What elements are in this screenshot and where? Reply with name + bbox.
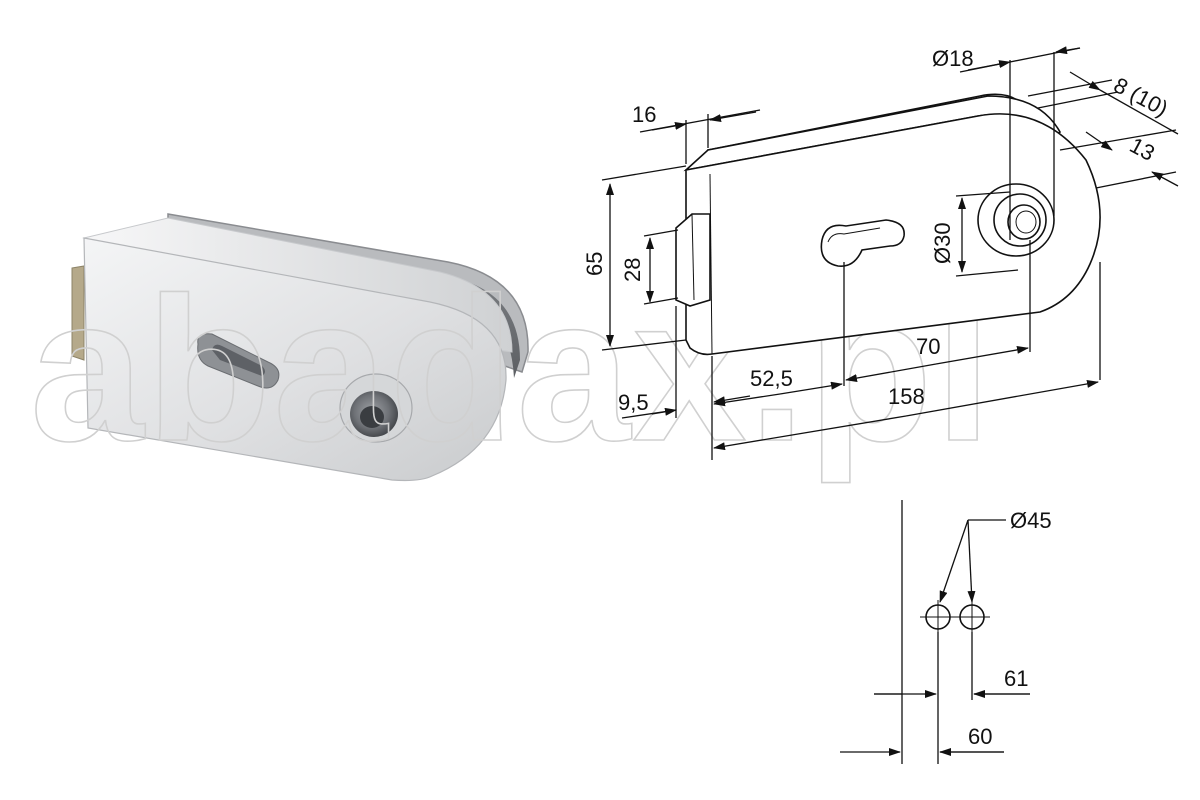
dim-65-label: 65 [582,252,607,276]
hole-dist-61-label: 61 [1004,666,1028,691]
render-left-side [71,265,85,361]
dim-9-5-label: 9,5 [618,390,649,415]
drawing-cylinder-inner [1007,204,1041,240]
dim-158-label: 158 [888,384,925,409]
render-keyhole-inner [212,344,265,376]
drawing-keyhole [820,219,905,267]
dim-70-label: 70 [916,334,940,359]
hole-diagram [840,500,1030,764]
dim-thickness-label: 8 (10) [1110,72,1172,121]
dim-52-5-label: 52,5 [750,366,793,391]
render-cylinder-hole [360,406,384,428]
product-render [71,213,529,482]
dim-16-label: 16 [632,102,656,127]
dim-28-label: 28 [620,258,645,282]
technical-drawing [675,93,1101,356]
hole-diagram-labels: Ø45 61 60 [968,508,1052,749]
dimension-lines [601,46,1179,460]
dim-d18-label: Ø18 [932,46,974,71]
hole-diameter-label: Ø45 [1010,508,1052,533]
dim-d30-label: Ø30 [930,222,955,264]
hole-dist-60-label: 60 [968,724,992,749]
